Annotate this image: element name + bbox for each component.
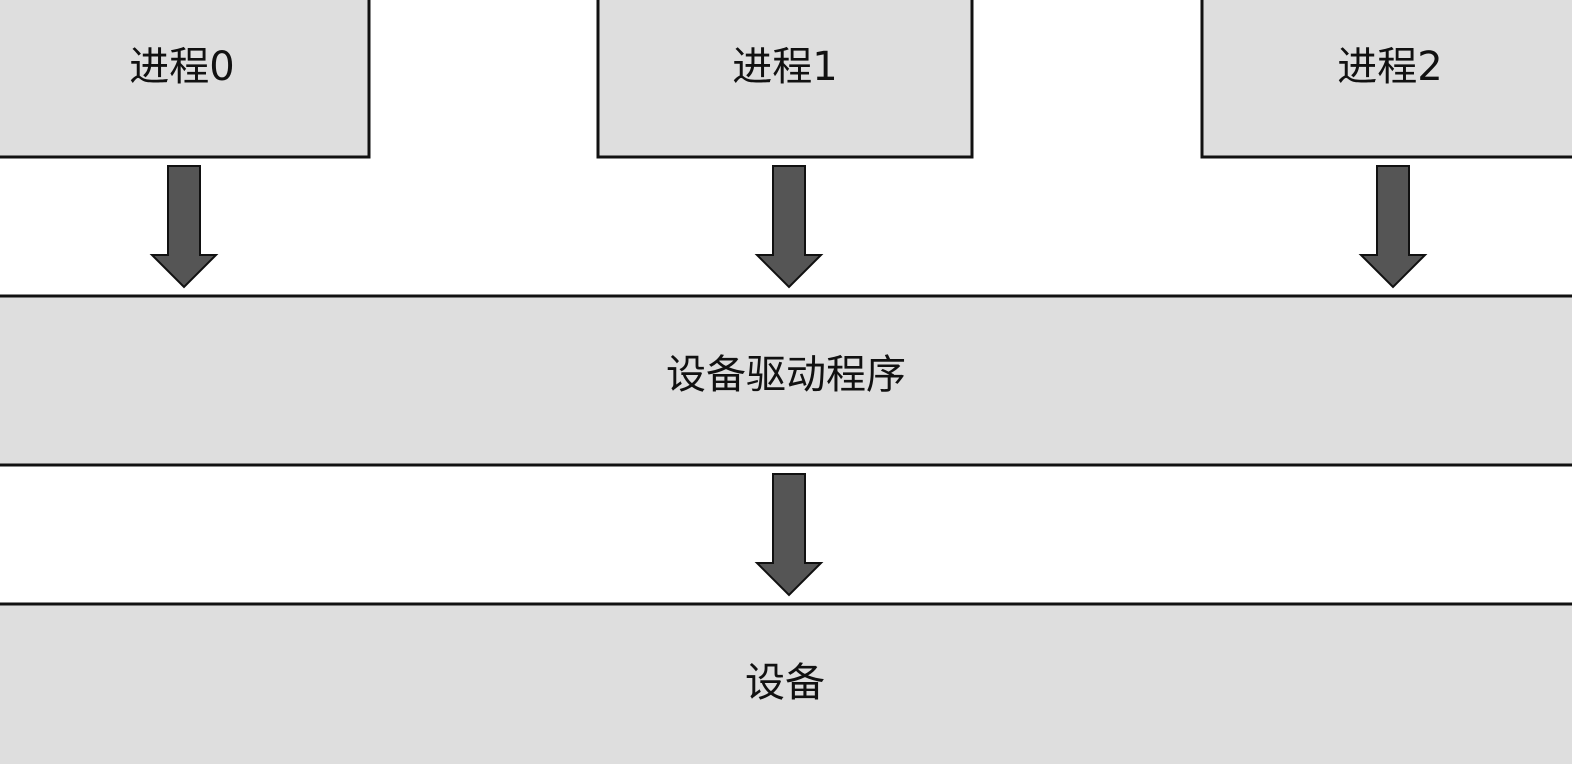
process-2-label: 进程2 bbox=[1337, 44, 1442, 90]
arrow-process-2-to-driver bbox=[1358, 165, 1428, 289]
device-box: 设备 bbox=[0, 602, 1572, 764]
process-2-box: 进程2 bbox=[1200, 0, 1572, 159]
process-1-box: 进程1 bbox=[596, 0, 974, 159]
device-label: 设备 bbox=[745, 660, 825, 706]
arrow-driver-to-device bbox=[754, 473, 824, 597]
process-0-label: 进程0 bbox=[129, 44, 234, 90]
device-driver-label: 设备驱动程序 bbox=[666, 352, 906, 398]
arrow-process-0-to-driver bbox=[149, 165, 219, 289]
device-driver-box: 设备驱动程序 bbox=[0, 294, 1572, 467]
process-1-label: 进程1 bbox=[732, 44, 837, 90]
arrow-process-1-to-driver bbox=[754, 165, 824, 289]
process-0-box: 进程0 bbox=[0, 0, 371, 159]
